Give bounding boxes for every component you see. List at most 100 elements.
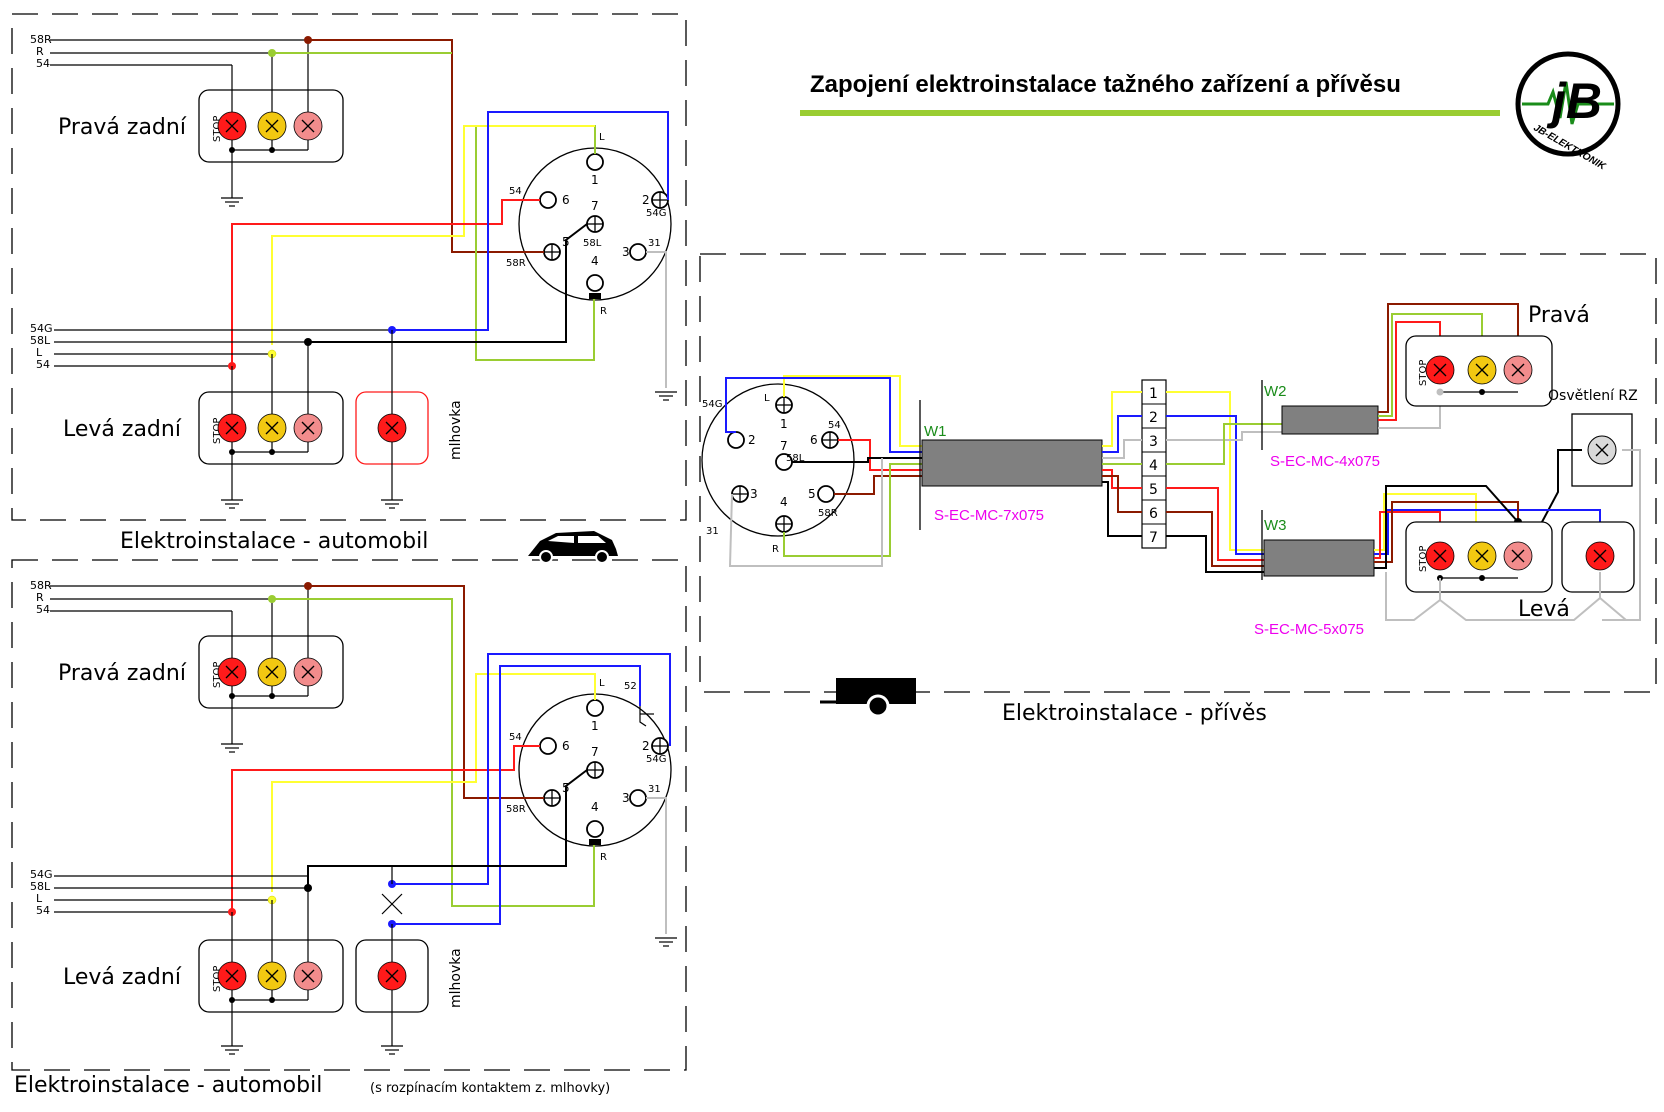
svg-text:54: 54 bbox=[36, 603, 50, 616]
svg-text:6: 6 bbox=[1149, 506, 1158, 522]
svg-text:L: L bbox=[599, 678, 605, 689]
svg-text:58R: 58R bbox=[506, 804, 526, 815]
trailer-caption: Elektroinstalace - přívěs bbox=[1002, 701, 1267, 726]
svg-text:58R: 58R bbox=[818, 508, 838, 519]
svg-text:L: L bbox=[36, 892, 43, 905]
trailer-right-label: Pravá bbox=[1528, 303, 1590, 328]
svg-text:4: 4 bbox=[1149, 458, 1158, 474]
svg-text:5: 5 bbox=[1149, 482, 1158, 498]
page-title: Zapojení elektroinstalace tažného zaříze… bbox=[810, 71, 1401, 98]
wire-label-r: R bbox=[36, 45, 44, 58]
left-rear-label: Levá zadní bbox=[63, 417, 182, 442]
svg-text:R: R bbox=[600, 852, 607, 863]
svg-text:L: L bbox=[36, 346, 43, 359]
jb-elektronik-logo: jB JB-ELEKTRONIK bbox=[1515, 51, 1621, 173]
trailer-left-label: Levá bbox=[1518, 597, 1570, 622]
svg-text:54: 54 bbox=[36, 358, 50, 371]
svg-text:31: 31 bbox=[648, 784, 661, 795]
svg-text:R: R bbox=[36, 591, 44, 604]
cable3-label: S-EC-MC-5x075 bbox=[1254, 621, 1364, 638]
svg-text:58R: 58R bbox=[30, 579, 52, 592]
wire-label-58r: 58R bbox=[30, 33, 52, 46]
car2-caption: Elektroinstalace - automobil bbox=[14, 1073, 322, 1098]
cable1-label: S-EC-MC-7x075 bbox=[934, 507, 1044, 524]
svg-text:3: 3 bbox=[622, 245, 630, 259]
svg-text:54G: 54G bbox=[646, 754, 666, 765]
svg-text:L: L bbox=[599, 132, 605, 143]
wire-label-54: 54 bbox=[36, 57, 50, 70]
trailer-icon bbox=[820, 678, 916, 718]
socket-car2: L 1 52 2 54G 6 54 7 5 58R 3 31 4 R bbox=[506, 678, 672, 863]
svg-text:54: 54 bbox=[36, 904, 50, 917]
svg-text:Levá zadní: Levá zadní bbox=[63, 965, 182, 990]
car2-caption-note: (s rozpínacím kontaktem z. mlhovky) bbox=[370, 1081, 610, 1096]
svg-text:1: 1 bbox=[1149, 386, 1158, 402]
svg-text:54G: 54G bbox=[30, 868, 53, 881]
svg-text:R: R bbox=[600, 306, 607, 317]
socket-car1: L 1 2 54G 6 54 7 58L 5 58R 3 31 4 R bbox=[506, 132, 672, 317]
svg-text:7: 7 bbox=[1149, 530, 1158, 546]
car2-frame bbox=[11, 559, 687, 1071]
svg-text:58L: 58L bbox=[786, 453, 805, 464]
trailer-frame bbox=[699, 253, 1657, 693]
svg-text:2: 2 bbox=[642, 739, 650, 753]
car1-caption: Elektroinstalace - automobil bbox=[120, 529, 428, 554]
svg-text:STOP: STOP bbox=[212, 966, 223, 992]
svg-text:54: 54 bbox=[509, 186, 522, 197]
svg-text:1: 1 bbox=[591, 719, 599, 733]
plate-light-label: Osvětlení RZ bbox=[1548, 388, 1638, 404]
svg-text:1: 1 bbox=[591, 173, 599, 187]
car1-diagram: 58R R 54 Pravá zadní STOP L 1 2 54G 6 bbox=[30, 33, 678, 564]
svg-text:54: 54 bbox=[509, 732, 522, 743]
svg-text:7: 7 bbox=[591, 199, 599, 213]
trailer-plug: L 1 2 54G 6 54 7 58L 3 31 5 58R 4 R bbox=[701, 383, 855, 555]
cable-w3 bbox=[1263, 539, 1375, 577]
svg-text:4: 4 bbox=[591, 800, 599, 814]
svg-text:2: 2 bbox=[642, 193, 650, 207]
svg-text:STOP: STOP bbox=[1418, 546, 1429, 572]
w2-label: W2 bbox=[1264, 383, 1287, 400]
cable2-label: S-EC-MC-4x075 bbox=[1270, 453, 1380, 470]
svg-text:5: 5 bbox=[808, 487, 816, 501]
svg-text:3: 3 bbox=[750, 487, 758, 501]
svg-text:6: 6 bbox=[810, 433, 818, 447]
cable-w2 bbox=[1281, 405, 1379, 435]
fog-label: mlhovka bbox=[448, 400, 464, 460]
svg-text:jB: jB bbox=[1546, 73, 1602, 129]
svg-text:54: 54 bbox=[828, 420, 841, 431]
svg-text:4: 4 bbox=[591, 254, 599, 268]
svg-text:54G: 54G bbox=[702, 399, 722, 410]
svg-text:3: 3 bbox=[622, 791, 630, 805]
svg-text:R: R bbox=[772, 544, 779, 555]
svg-text:58R: 58R bbox=[506, 258, 526, 269]
trailer-diagram: L 1 2 54G 6 54 7 58L 3 31 5 58R 4 R bbox=[701, 303, 1641, 726]
svg-text:31: 31 bbox=[706, 526, 719, 537]
svg-text:1: 1 bbox=[780, 417, 788, 431]
svg-text:6: 6 bbox=[562, 193, 570, 207]
stop-label: STOP bbox=[212, 116, 223, 142]
svg-text:31: 31 bbox=[648, 238, 661, 249]
svg-text:4: 4 bbox=[780, 495, 788, 509]
car-icon bbox=[528, 531, 618, 564]
w1-label: W1 bbox=[924, 423, 947, 440]
svg-text:3: 3 bbox=[1149, 434, 1158, 450]
svg-text:STOP: STOP bbox=[1418, 360, 1429, 386]
svg-text:mlhovka: mlhovka bbox=[448, 948, 464, 1008]
frames bbox=[11, 13, 1657, 1071]
svg-text:2: 2 bbox=[748, 433, 756, 447]
svg-text:STOP: STOP bbox=[212, 418, 223, 444]
svg-text:7: 7 bbox=[591, 745, 599, 759]
svg-text:54G: 54G bbox=[646, 208, 666, 219]
svg-text:STOP: STOP bbox=[212, 662, 223, 688]
car2-diagram: 58R R 54 Pravá zadní STOP L 1 52 2 54G 6 bbox=[14, 579, 678, 1098]
title-underline bbox=[800, 110, 1500, 116]
car1-frame bbox=[11, 13, 687, 521]
svg-text:52: 52 bbox=[624, 681, 637, 692]
svg-text:7: 7 bbox=[780, 439, 788, 453]
right-rear-label: Pravá zadní bbox=[58, 115, 187, 140]
svg-text:L: L bbox=[764, 393, 770, 404]
svg-text:2: 2 bbox=[1149, 410, 1158, 426]
svg-text:58L: 58L bbox=[30, 334, 51, 347]
svg-text:58L: 58L bbox=[30, 880, 51, 893]
